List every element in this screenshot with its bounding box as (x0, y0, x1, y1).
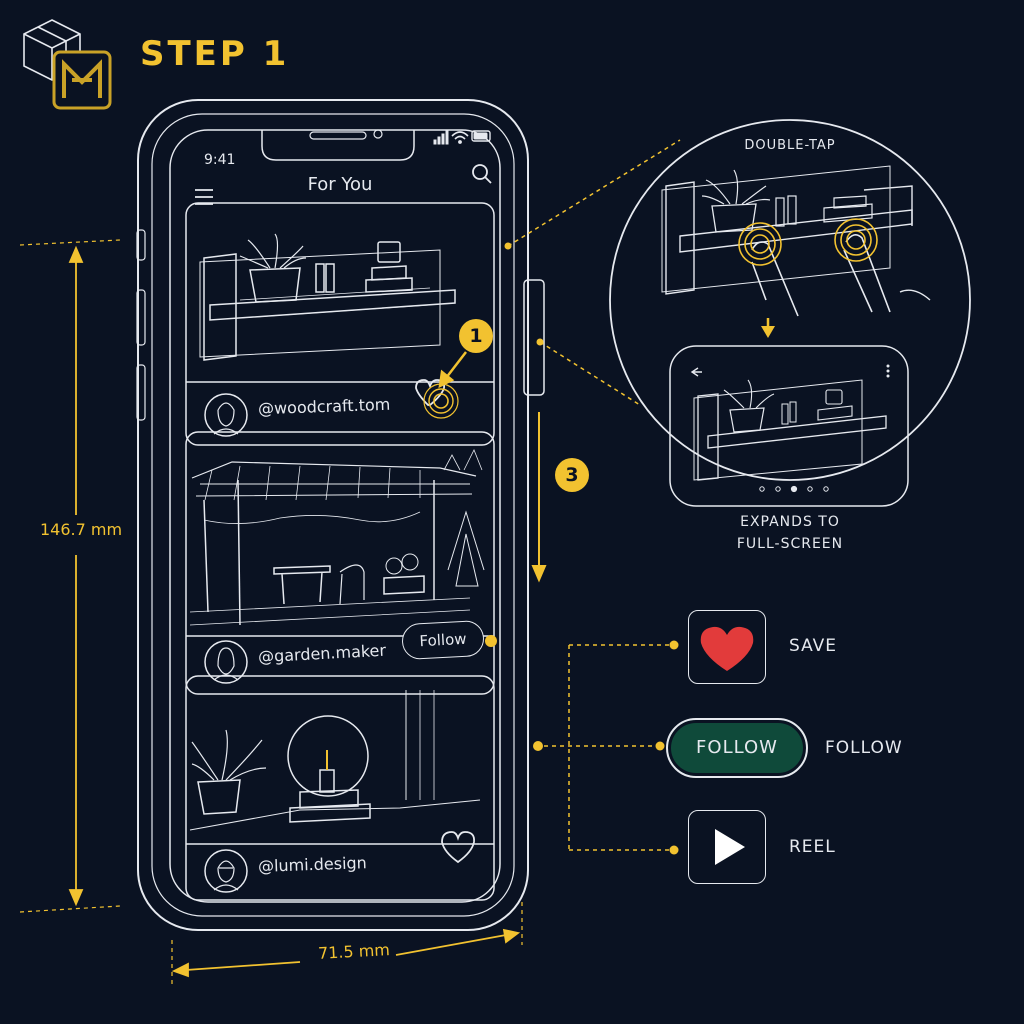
double-tap-label: DOUBLE-TAP (744, 138, 836, 153)
menu-icon (195, 189, 213, 205)
save-legend-box (688, 610, 766, 684)
callout-connectors (507, 139, 681, 406)
step-badge-3: 3 (555, 458, 589, 492)
legend-connectors (544, 644, 670, 851)
status-time: 9:41 (204, 152, 236, 168)
reel-legend-box (688, 810, 766, 884)
step-badge-1: 1 (459, 319, 493, 353)
status-icons (433, 130, 491, 145)
monogram-logo-icon (52, 50, 112, 110)
play-icon (715, 829, 745, 865)
step-title: STEP 1 (140, 34, 290, 74)
expands-label-line2: FULL-SCREEN (736, 536, 844, 552)
width-label: 71.5 mm (317, 940, 391, 963)
post-card-2 (185, 431, 495, 695)
follow-button[interactable]: Follow (401, 619, 485, 661)
zoom-callout (609, 119, 971, 507)
step-1-arrow (438, 351, 467, 389)
scroll-arrow (531, 412, 547, 583)
width-dimension (171, 902, 523, 985)
height-dimension (19, 239, 121, 913)
connector-dots (485, 242, 679, 855)
search-icon (472, 164, 492, 184)
expands-label-line1: EXPANDS TO (740, 514, 840, 530)
save-legend-label: SAVE (789, 636, 838, 656)
phone-outline (136, 99, 545, 931)
feed-title: For You (307, 174, 373, 195)
post-handle-3[interactable]: @lumi.design (257, 853, 368, 876)
post-card-3 (185, 675, 495, 901)
pager-dots (759, 485, 829, 493)
follow-legend-button[interactable]: FOLLOW (666, 718, 808, 778)
heart-icon (700, 626, 754, 671)
reel-legend-label: REEL (789, 837, 836, 857)
follow-legend-label: FOLLOW (825, 738, 903, 758)
height-label: 146.7 mm (40, 520, 123, 539)
